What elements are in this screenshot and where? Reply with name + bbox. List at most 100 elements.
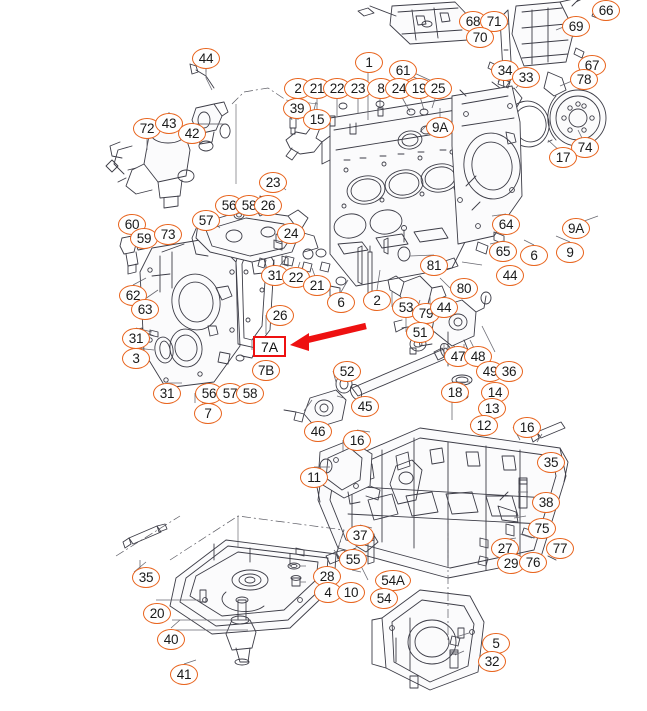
callout-71[interactable]: 71 <box>480 11 508 32</box>
callout-72[interactable]: 72 <box>133 118 161 139</box>
callout-label: 76 <box>525 554 541 570</box>
callout-23[interactable]: 23 <box>344 78 372 99</box>
callout-69[interactable]: 69 <box>562 16 590 37</box>
callout-23[interactable]: 23 <box>259 172 287 193</box>
callout-32[interactable]: 32 <box>478 651 506 672</box>
callout-75[interactable]: 75 <box>528 518 556 539</box>
callout-58[interactable]: 58 <box>236 383 264 404</box>
callout-label: 81 <box>426 257 442 273</box>
callout-2[interactable]: 2 <box>363 290 391 311</box>
callout-label: 21 <box>309 80 325 96</box>
lower-oil-sump <box>169 539 337 666</box>
callout-label: 63 <box>137 301 153 317</box>
callout-54[interactable]: 54 <box>370 588 398 609</box>
callout-38[interactable]: 38 <box>532 492 560 513</box>
callout-22[interactable]: 22 <box>323 78 351 99</box>
callout-68[interactable]: 68 <box>459 11 487 32</box>
callout-label: 41 <box>176 666 192 682</box>
callout-20[interactable]: 20 <box>143 603 171 624</box>
callout-label: 45 <box>357 398 373 414</box>
callout-15[interactable]: 15 <box>303 109 331 130</box>
highlighted-part-7a[interactable]: 7A <box>253 336 286 357</box>
callout-7b[interactable]: 7B <box>252 360 280 381</box>
callout-44[interactable]: 44 <box>496 265 524 286</box>
cylinder-head-cover-top <box>357 1 475 45</box>
callout-label: 79 <box>418 305 434 321</box>
callout-6[interactable]: 6 <box>520 245 548 266</box>
callout-58[interactable]: 58 <box>235 195 263 216</box>
callout-label: 57 <box>222 385 238 401</box>
callout-21[interactable]: 21 <box>303 275 331 296</box>
callout-78[interactable]: 78 <box>570 69 598 90</box>
callout-44[interactable]: 44 <box>430 297 458 318</box>
callout-26[interactable]: 26 <box>266 305 294 326</box>
callout-37[interactable]: 37 <box>346 525 374 546</box>
callout-80[interactable]: 80 <box>450 278 478 299</box>
callout-28[interactable]: 28 <box>313 566 341 587</box>
callout-25[interactable]: 25 <box>424 78 452 99</box>
callout-45[interactable]: 45 <box>351 396 379 417</box>
callout-65[interactable]: 65 <box>489 241 517 262</box>
callout-55[interactable]: 55 <box>339 549 367 570</box>
callout-63[interactable]: 63 <box>131 299 159 320</box>
callout-46[interactable]: 46 <box>304 421 332 442</box>
callout-label: 16 <box>349 432 365 448</box>
callout-label: 10 <box>343 584 359 600</box>
callout-66[interactable]: 66 <box>592 0 620 21</box>
callout-17[interactable]: 17 <box>549 147 577 168</box>
callout-7[interactable]: 7 <box>194 403 222 424</box>
callout-9a[interactable]: 9A <box>426 117 454 138</box>
callout-31[interactable]: 31 <box>153 383 181 404</box>
callout-43[interactable]: 43 <box>155 113 183 134</box>
callout-35[interactable]: 35 <box>537 452 565 473</box>
callout-29[interactable]: 29 <box>497 553 525 574</box>
callout-label: 60 <box>124 216 140 232</box>
callout-76[interactable]: 76 <box>519 552 547 573</box>
callout-6[interactable]: 6 <box>327 292 355 313</box>
callout-label: 29 <box>503 555 519 571</box>
callout-44[interactable]: 44 <box>192 48 220 69</box>
callout-12[interactable]: 12 <box>470 415 498 436</box>
rear-oil-housing <box>371 589 485 691</box>
callout-52[interactable]: 52 <box>333 361 361 382</box>
callout-74[interactable]: 74 <box>571 137 599 158</box>
callout-11[interactable]: 11 <box>300 467 328 488</box>
callout-10[interactable]: 10 <box>337 582 365 603</box>
callout-40[interactable]: 40 <box>157 629 185 650</box>
callout-18[interactable]: 18 <box>441 382 469 403</box>
callout-1[interactable]: 1 <box>355 52 383 73</box>
callout-label: 2 <box>373 292 381 308</box>
callout-57[interactable]: 57 <box>192 210 220 231</box>
callout-61[interactable]: 61 <box>389 60 417 81</box>
callout-9[interactable]: 9 <box>556 242 584 263</box>
callout-label: 32 <box>484 653 500 669</box>
callout-label: 65 <box>495 243 511 259</box>
callout-33[interactable]: 33 <box>512 67 540 88</box>
callout-3[interactable]: 3 <box>122 348 150 369</box>
callout-36[interactable]: 36 <box>495 361 523 382</box>
callout-51[interactable]: 51 <box>406 322 434 343</box>
callout-54a[interactable]: 54A <box>375 570 411 591</box>
callout-16[interactable]: 16 <box>343 430 371 451</box>
callout-label: 64 <box>498 216 514 232</box>
callout-31[interactable]: 31 <box>122 328 150 349</box>
callout-77[interactable]: 77 <box>546 538 574 559</box>
callout-9a[interactable]: 9A <box>562 218 590 239</box>
callout-label: 72 <box>139 120 155 136</box>
callout-42[interactable]: 42 <box>178 123 206 144</box>
callout-label: 38 <box>538 494 554 510</box>
callout-24[interactable]: 24 <box>277 223 305 244</box>
callout-16[interactable]: 16 <box>513 417 541 438</box>
callout-73[interactable]: 73 <box>154 224 182 245</box>
callout-14[interactable]: 14 <box>481 382 509 403</box>
callout-label: 59 <box>136 230 152 246</box>
callout-64[interactable]: 64 <box>492 214 520 235</box>
callout-70[interactable]: 70 <box>466 27 494 48</box>
callout-26[interactable]: 26 <box>254 195 282 216</box>
callout-35[interactable]: 35 <box>132 567 160 588</box>
callout-41[interactable]: 41 <box>170 664 198 685</box>
callout-label: 23 <box>350 80 366 96</box>
callout-81[interactable]: 81 <box>420 255 448 276</box>
callout-label: 33 <box>518 69 534 85</box>
